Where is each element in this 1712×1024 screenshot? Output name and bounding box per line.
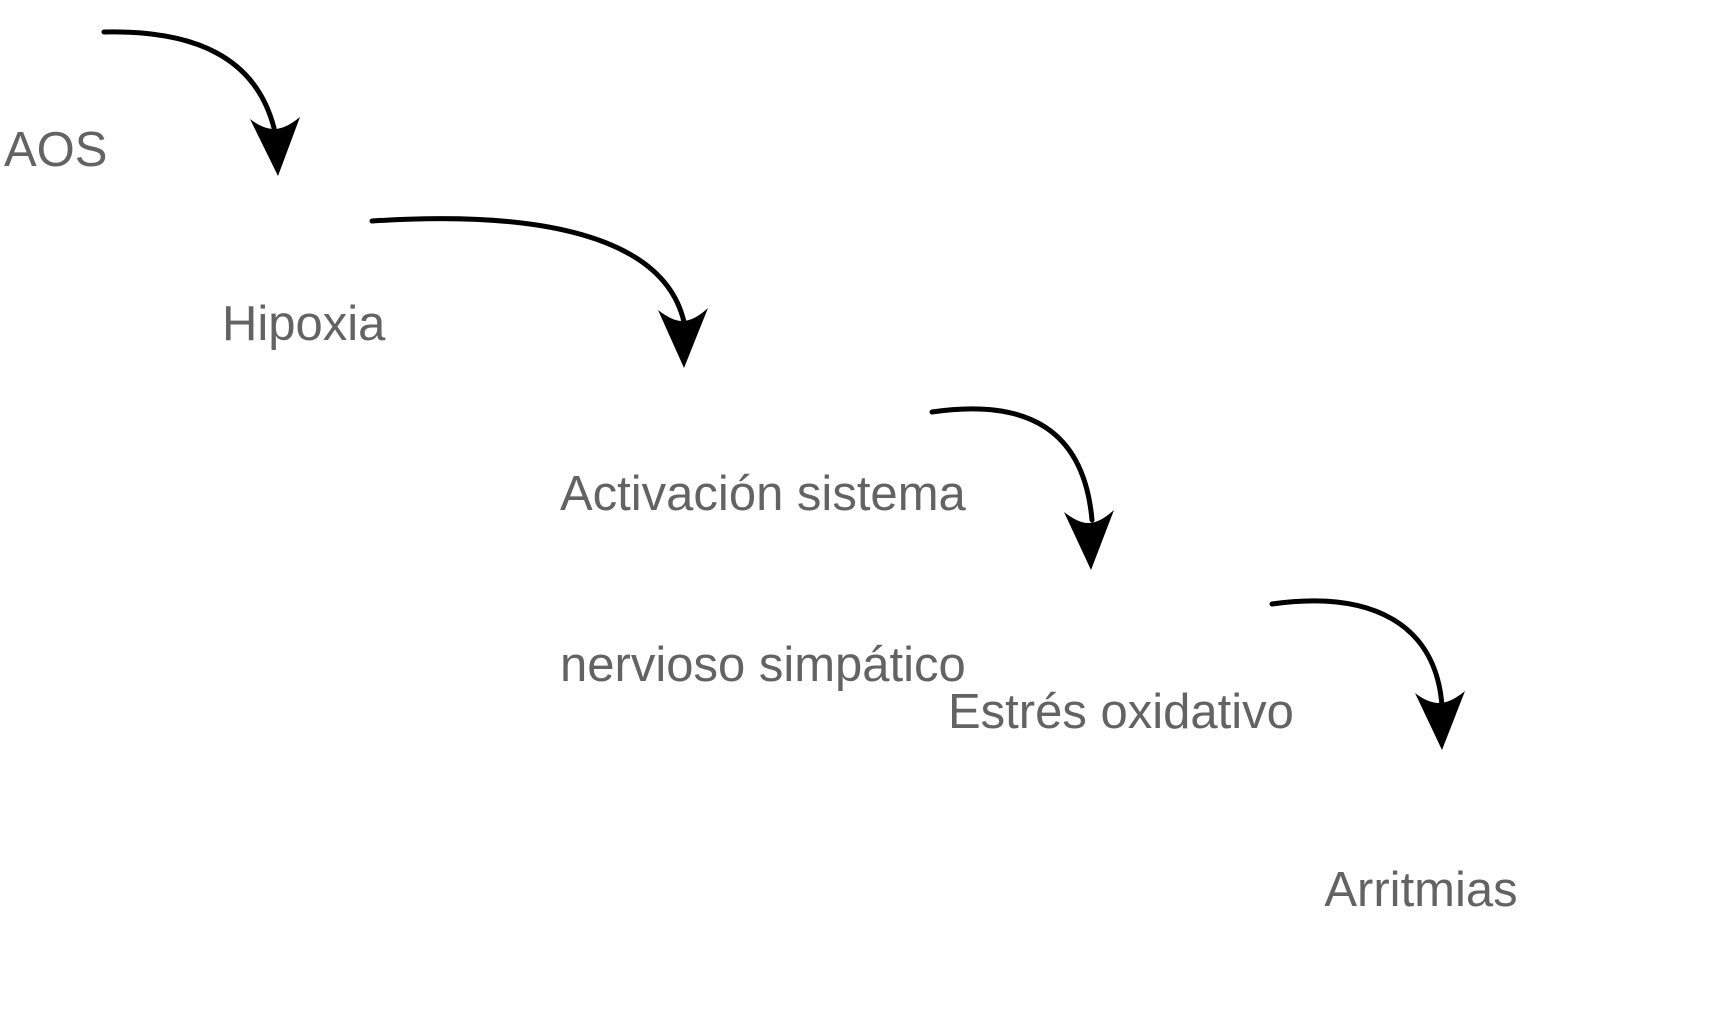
arrowhead-outcomes-icon bbox=[1415, 691, 1465, 750]
arrow-aos-to-hipoxia-curve bbox=[101, 29, 277, 131]
node-outcomes: Arritmias Hipertensión Infarto bbox=[1282, 748, 1560, 1024]
node-hipoxia-line-1: Hipoxia bbox=[222, 297, 386, 351]
node-activacion-sistema-nervioso-simpatico: Activación sistema nervioso simpático bbox=[560, 352, 966, 808]
arrowhead-estres-icon bbox=[1064, 510, 1114, 570]
node-estres-line-1: Estrés oxidativo bbox=[948, 685, 1294, 739]
node-outcomes-line-1: Arritmias bbox=[1324, 863, 1518, 917]
node-aos-line-1: AOS bbox=[4, 123, 108, 177]
arrow-estres-to-outcomes-curve bbox=[1269, 598, 1445, 709]
node-activacion-line-1: Activación sistema bbox=[560, 467, 966, 521]
node-estres-oxidativo: Estrés oxidativo bbox=[948, 570, 1294, 855]
node-activacion-line-2: nervioso simpático bbox=[560, 638, 966, 692]
arrowhead-hipoxia-icon bbox=[250, 117, 300, 176]
arrow-hipoxia-to-activacion-curve bbox=[369, 216, 687, 325]
node-aos: AOS bbox=[4, 8, 107, 293]
node-hipoxia: Hipoxia bbox=[222, 182, 385, 467]
